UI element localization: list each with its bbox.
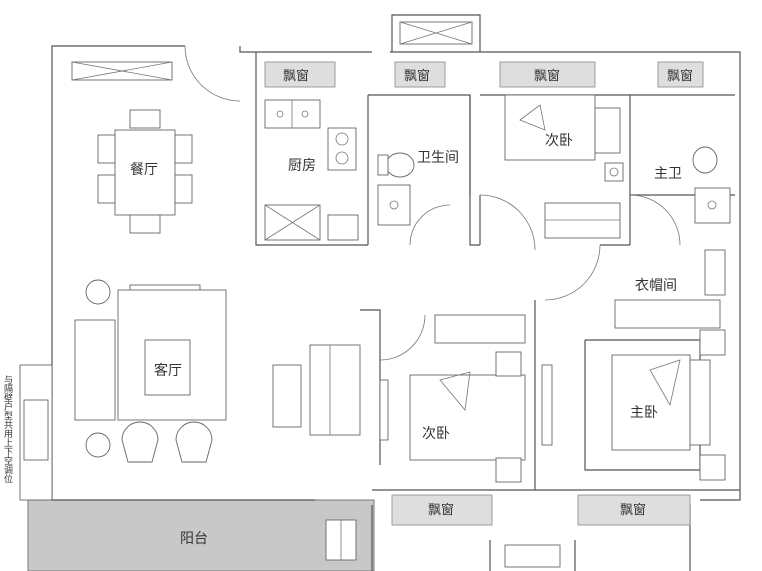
room-label-secondary-bedroom-bottom: 次卧 bbox=[422, 426, 450, 442]
bay-label-top-4: 飘窗 bbox=[667, 68, 693, 84]
lower-bedroom-furniture bbox=[379, 314, 526, 483]
bay-label-bottom-2: 飘窗 bbox=[620, 502, 646, 518]
living-room-furniture bbox=[74, 279, 361, 463]
cloakroom-wardrobe bbox=[544, 244, 726, 329]
bay-window-top-3 bbox=[499, 61, 596, 88]
bay-window-top-2 bbox=[394, 61, 446, 88]
balcony-area bbox=[27, 499, 375, 571]
bay-window-top-4 bbox=[657, 61, 704, 88]
room-label-cloakroom: 衣帽间 bbox=[635, 278, 677, 294]
room-label-bathroom: 卫生间 bbox=[417, 150, 459, 166]
bay-window-bottom-2 bbox=[577, 494, 691, 526]
master-bath-fixtures bbox=[629, 146, 731, 246]
bathroom-fixtures bbox=[377, 152, 451, 246]
top-bedroom-furniture bbox=[479, 94, 624, 251]
kitchen-fixtures bbox=[264, 99, 359, 241]
dining-table bbox=[97, 109, 193, 234]
room-label-secondary-bedroom-top: 次卧 bbox=[545, 133, 573, 149]
master-bedroom-furniture bbox=[541, 329, 726, 481]
bay-label-top-3: 飘窗 bbox=[534, 68, 560, 84]
room-label-master-bedroom: 主卧 bbox=[630, 405, 658, 421]
bay-window-bottom-1 bbox=[391, 494, 493, 526]
bay-label-bottom-1: 飘窗 bbox=[428, 502, 454, 518]
bay-label-top-2: 飘窗 bbox=[404, 68, 430, 84]
room-label-dining: 餐厅 bbox=[130, 162, 158, 178]
bay-label-top-1: 飘窗 bbox=[283, 68, 309, 84]
room-label-kitchen: 厨房 bbox=[288, 158, 316, 174]
shared-ac-position-note: 与隔壁户型共用上下空调位 bbox=[2, 375, 12, 483]
room-label-master-bath: 主卫 bbox=[654, 166, 682, 182]
room-label-living-room: 客厅 bbox=[154, 362, 182, 379]
room-label-balcony: 阳台 bbox=[180, 531, 208, 547]
outer-walls bbox=[51, 14, 741, 571]
bay-window-top-1 bbox=[264, 61, 336, 88]
